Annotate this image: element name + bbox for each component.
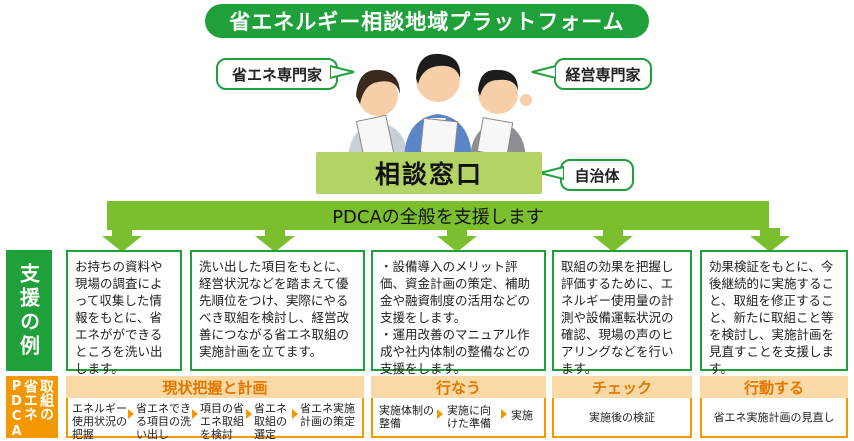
phase-do-title: 行なう [371,376,546,398]
step-arrow [292,409,298,419]
phase-plan-body: エネルギー使用状況の把握 省エネできる項目の洗い出し 項目の省エネ取組を検討 省… [66,398,364,441]
step-review: 項目の省エネ取組を検討 [200,402,244,441]
step-verify: 実施後の検証 [589,410,655,424]
pdca-letters: PDCA [9,379,24,439]
bubble-tail-right [531,64,556,80]
step-select: 省エネ取組の選定 [254,402,287,441]
step-prepare: 実施に向けた準備 [447,404,491,430]
phase-act-body: 省エネ実施計画の見直し [700,398,848,438]
step-arrow [128,409,134,419]
support-box-4: 取組の効果を把握し評価するために、エネルギー使用量の計測や設備運転状況の確認、現… [552,250,692,376]
step-identify: 省エネできる項目の洗い出し [136,402,191,441]
step-arrow [246,409,252,419]
pdca-col2: 省エネ [22,379,38,421]
step-arrow [501,409,507,419]
step-usage: エネルギー使用状況の把握 [72,402,127,441]
bubble-tail-left [330,64,355,80]
energy-expert-bubble: 省エネ専門家 [216,58,338,90]
management-expert-bubble: 経営専門家 [554,58,652,90]
pdca-col3: 取組の [38,379,54,421]
support-box-5: 効果検証をもとに、今後継続的に実施すること、取組を修正すること、新たに取組こと等… [700,250,848,376]
phase-plan-title: 現状把握と計画 [66,376,364,398]
municipality-bubble: 自治体 [560,159,634,191]
down-arrows [102,228,790,252]
step-arrow [437,409,443,419]
step-plan: 省エネ実施計画の策定 [300,402,355,428]
support-box-1: お持ちの資料や現場の調査によって収集した情報をもとに、省エネがができるところを洗… [66,250,182,376]
phase-check-title: チェック [552,376,692,398]
step-structure: 実施体制の整備 [379,404,434,430]
support-examples-label: 支援の例 [6,250,52,371]
pdca-support-bar: PDCAの全般を支援します [107,201,769,230]
phase-act-title: 行動する [700,376,848,398]
phase-do-body: 実施体制の整備 実施に向けた準備 実施 [371,398,546,438]
phase-check-body: 実施後の検証 [552,398,692,438]
support-box-2: 洗い出した項目をもとに、経営状況などを踏まえて優先順位をつけ、実際にやるべき取組… [190,250,365,371]
consultation-desk: 相談窓口 [316,152,542,194]
bubble-tail-municipality [539,165,564,181]
page-title: 省エネルギー相談地域プラットフォーム [205,4,649,38]
step-revise: 省エネ実施計画の見直し [713,410,835,424]
step-implement: 実施 [511,409,533,422]
support-box-3: ・設備導入のメリット評価、資金計画の策定、補助金や融資制度の活用などの支援をしま… [371,250,546,376]
step-arrow [192,409,198,419]
pdca-side-label: PDCA 省エネ 取組の [6,376,58,439]
consultants-illustration [348,53,532,158]
